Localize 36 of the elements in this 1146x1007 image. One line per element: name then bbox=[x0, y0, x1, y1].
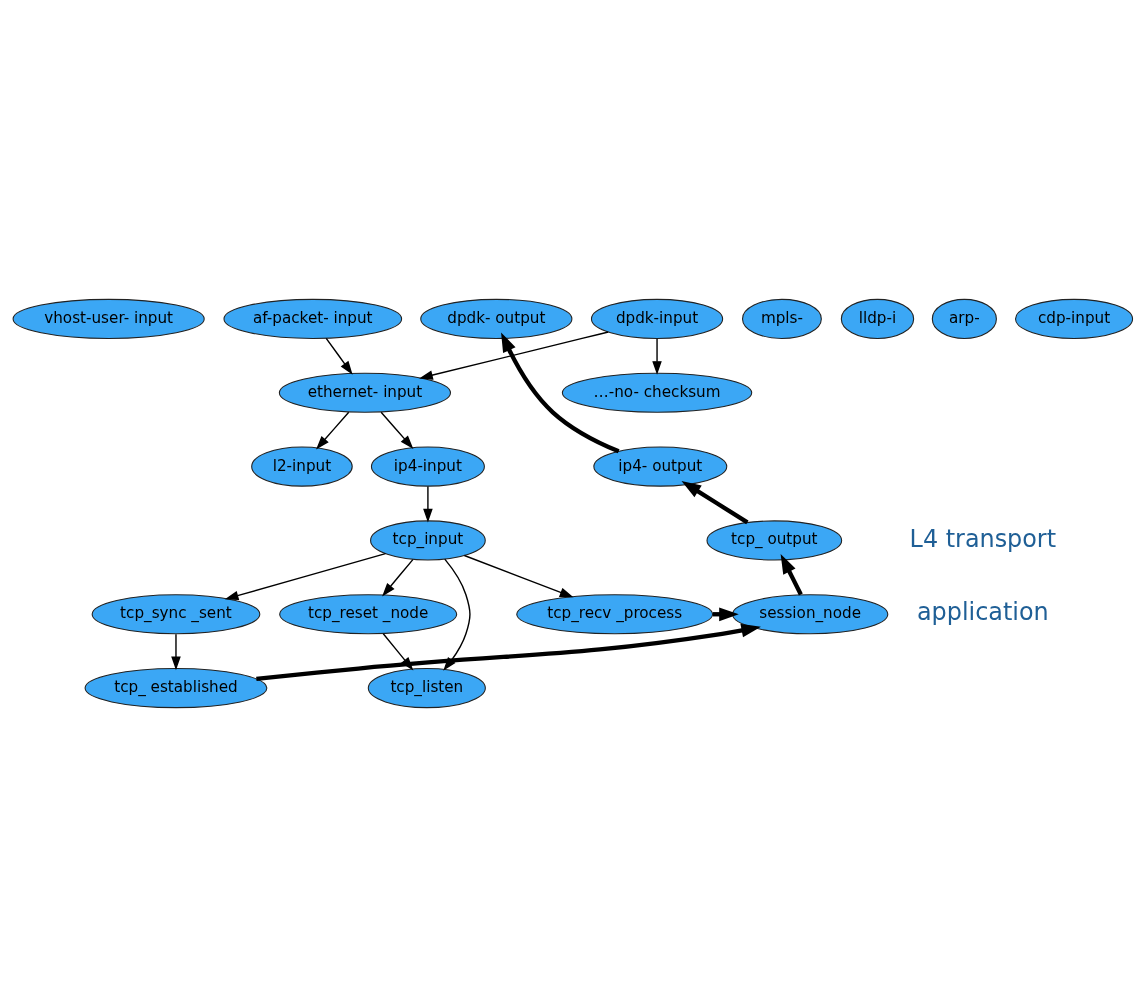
arrow bbox=[501, 332, 620, 454]
node-ellipse: tcp_ established bbox=[84, 668, 268, 709]
node-ellipse: dpdk-input bbox=[590, 298, 724, 339]
node-ellipse: arp- bbox=[931, 298, 997, 339]
node-ellipse: tcp_recv _process bbox=[516, 594, 714, 635]
arrow bbox=[419, 331, 609, 380]
arrow bbox=[780, 554, 803, 596]
node-ellipse: tcp_input bbox=[370, 520, 486, 561]
node-ellipse: af-packet- input bbox=[223, 298, 403, 339]
node-ellipse: l2-input bbox=[251, 446, 353, 487]
arrow bbox=[325, 337, 353, 375]
node-ellipse: cdp-input bbox=[1014, 298, 1134, 339]
label: application bbox=[916, 598, 1049, 627]
node-ellipse: lldp-i bbox=[840, 298, 915, 339]
node-ellipse: ip4- output bbox=[593, 446, 728, 487]
node-ellipse: dpdk- output bbox=[420, 298, 573, 339]
node-ellipse: …-no- checksum bbox=[561, 372, 753, 413]
arrow bbox=[171, 633, 181, 671]
arrow bbox=[382, 558, 414, 597]
arrow bbox=[256, 623, 761, 681]
node-ellipse: ip4-input bbox=[370, 446, 485, 487]
arrow bbox=[316, 411, 350, 450]
arrow bbox=[681, 480, 749, 525]
node-ellipse: tcp_ output bbox=[706, 520, 843, 561]
node-ellipse: tcp_listen bbox=[367, 668, 486, 709]
node-ellipse: session_node bbox=[732, 594, 889, 635]
node-ellipse: mpls- bbox=[741, 298, 822, 339]
arrow bbox=[652, 338, 662, 375]
arrow bbox=[380, 411, 414, 449]
node-ellipse: tcp_reset _node bbox=[279, 594, 458, 635]
node-ellipse: tcp_sync _sent bbox=[91, 594, 261, 635]
arrow bbox=[463, 554, 574, 598]
node-ellipse: vhost-user- input bbox=[12, 298, 205, 339]
arrow bbox=[224, 552, 387, 601]
arrow bbox=[423, 485, 433, 523]
label: L4 transport bbox=[909, 524, 1057, 553]
